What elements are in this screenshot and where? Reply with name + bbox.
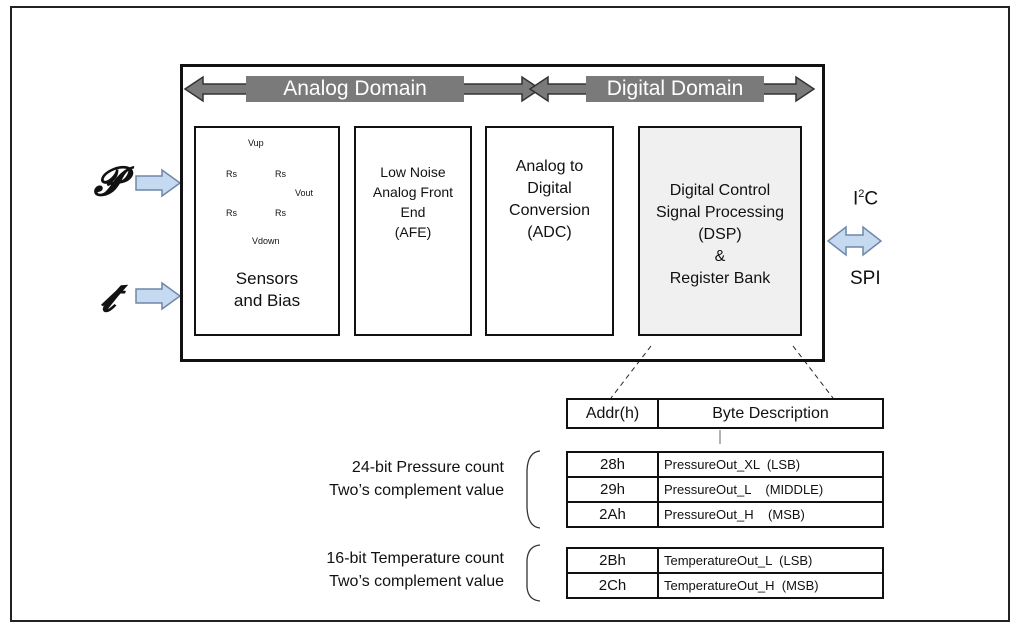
i2c-label-tail: C bbox=[864, 188, 879, 210]
row-desc-text: TemperatureOut_L (LSB) bbox=[664, 553, 813, 568]
dsp-label: Digital Control Signal Processing (DSP) … bbox=[655, 182, 785, 287]
table-row-desc: TemperatureOut_L (LSB) bbox=[657, 547, 884, 574]
row-desc-text: TemperatureOut_H (MSB) bbox=[664, 578, 819, 593]
row-desc-text: PressureOut_L (MIDDLE) bbox=[664, 482, 824, 497]
row-desc-text: PressureOut_H (MSB) bbox=[664, 507, 805, 522]
row-addr-text: 2Ch bbox=[598, 577, 627, 594]
adc-label: Analog to Digital Conversion (ADC) bbox=[509, 158, 590, 241]
row-desc-text: PressureOut_XL (LSB) bbox=[664, 457, 801, 472]
rs-top-right-label: Rs bbox=[275, 169, 286, 179]
chip-outline bbox=[180, 64, 825, 362]
sensors-and-bias-block: Sensors and Bias bbox=[194, 126, 340, 336]
pressure-symbol: 𝓟 bbox=[93, 158, 123, 205]
afe-label: Low Noise Analog Front End (AFE) bbox=[372, 164, 454, 240]
i2c-label-main: I bbox=[853, 188, 859, 210]
dsp-block: Digital Control Signal Processing (DSP) … bbox=[638, 126, 802, 336]
table-row-addr: 2Bh bbox=[566, 547, 659, 574]
adc-block: Analog to Digital Conversion (ADC) bbox=[485, 126, 614, 336]
pressure-group-line2: Two’s complement value bbox=[329, 482, 504, 499]
pressure-group-line1: 24-bit Pressure count bbox=[351, 459, 504, 476]
temperature-group-line1: 16-bit Temperature count bbox=[326, 550, 504, 567]
header-addr-text: Addr(h) bbox=[585, 404, 640, 422]
temperature-group-line2: Two’s complement value bbox=[329, 573, 504, 590]
table-row-addr: 28h bbox=[566, 451, 659, 478]
table-row-addr: 2Ch bbox=[566, 572, 659, 599]
zoom-line-left bbox=[610, 345, 652, 399]
rs-bottom-left-label: Rs bbox=[226, 208, 237, 218]
temperature-symbol: 𝓽 bbox=[100, 274, 116, 321]
temperature-input-arrow bbox=[135, 281, 182, 311]
i2c-label-sup: 2 bbox=[858, 188, 865, 200]
table-row-addr: 29h bbox=[566, 476, 659, 503]
diagram-frame bbox=[10, 6, 1010, 622]
afe-block: Low Noise Analog Front End (AFE) bbox=[354, 126, 472, 336]
row-addr-text: 2Ah bbox=[599, 506, 626, 523]
table-row-desc: PressureOut_XL (LSB) bbox=[657, 451, 884, 478]
rs-bottom-right-label: Rs bbox=[275, 208, 286, 218]
row-addr-text: 29h bbox=[599, 481, 626, 498]
analog-domain-label: Analog Domain bbox=[283, 77, 427, 100]
vup-label: Vup bbox=[248, 138, 264, 148]
pressure-input-arrow bbox=[135, 168, 182, 198]
rs-top-left-label: Rs bbox=[226, 169, 237, 179]
table-row-addr: 2Ah bbox=[566, 501, 659, 528]
row-addr-text: 2Bh bbox=[599, 552, 626, 569]
row-addr-text: 28h bbox=[599, 456, 626, 473]
digital-domain-bar bbox=[586, 76, 764, 102]
i2c-label: I2C bbox=[853, 188, 878, 210]
i2c-spi-arrow bbox=[826, 225, 883, 257]
table-row-desc: PressureOut_L (MIDDLE) bbox=[657, 476, 884, 503]
header-desc-cell: Byte Description bbox=[657, 398, 884, 429]
table-row-desc: PressureOut_H (MSB) bbox=[657, 501, 884, 528]
vout-label: Vout bbox=[295, 188, 314, 198]
pressure-group-label: 24-bit Pressure count Two’s complement v… bbox=[250, 456, 504, 502]
temperature-group-label: 16-bit Temperature count Two’s complemen… bbox=[250, 547, 504, 593]
header-desc-text: Byte Description bbox=[712, 404, 829, 422]
zoom-line-right bbox=[792, 345, 834, 399]
temperature-brace bbox=[526, 544, 541, 602]
digital-domain-label: Digital Domain bbox=[606, 77, 744, 100]
table-row-desc: TemperatureOut_H (MSB) bbox=[657, 572, 884, 599]
sensors-and-bias-label: Sensors and Bias bbox=[233, 269, 301, 310]
header-addr-cell: Addr(h) bbox=[566, 398, 659, 429]
spi-label: SPI bbox=[850, 268, 881, 289]
pressure-brace bbox=[526, 450, 541, 529]
vdown-label: Vdown bbox=[252, 236, 280, 246]
analog-domain-bar bbox=[246, 76, 464, 102]
